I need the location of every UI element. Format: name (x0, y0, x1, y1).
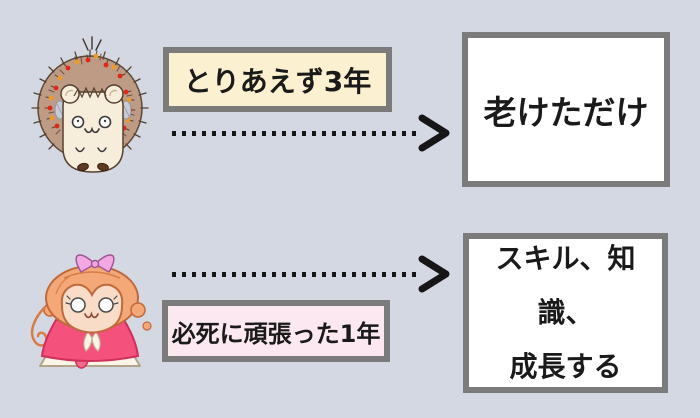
hedgehog-quill-dots (44, 50, 136, 131)
top-result-text: 老けただけ (483, 92, 649, 132)
hedgehog-mouth (84, 126, 100, 134)
monkey-eyes (65, 295, 119, 313)
top-label-box: とりあえず3年 (163, 47, 392, 112)
hedgehog-feet (77, 162, 109, 172)
hedgehog-eyes (71, 115, 112, 129)
hedgehog-spikes (31, 49, 149, 150)
hedgehog-illustration (31, 36, 149, 173)
monkey-face (60, 283, 124, 334)
top-dotted-arrow-line (172, 131, 416, 136)
monkey-right-hand (142, 321, 152, 331)
hedgehog-antennae (82, 36, 102, 51)
monkey-mouth (84, 311, 99, 319)
top-label-text: とりあえず3年 (183, 64, 372, 98)
monkey-right-ear (130, 302, 146, 318)
bottom-label-text: 必死に頑張った1年 (171, 319, 381, 348)
monkey-collar-ribbon (83, 330, 101, 352)
hedgehog-paws (75, 147, 107, 153)
hedgehog-fringe (73, 86, 107, 99)
bottom-result-box: スキル、知識、 成長する (463, 233, 668, 393)
monkey-bow (75, 254, 115, 273)
bottom-result-line1: スキル、知識、 (495, 242, 636, 329)
bottom-arrow-head-icon (418, 255, 450, 293)
bottom-dotted-arrow-line (172, 272, 416, 277)
bottom-label-box: 必死に頑張った1年 (162, 300, 390, 362)
top-result-box: 老けただけ (462, 32, 670, 187)
hedgehog-ears (60, 84, 124, 104)
bottom-result-line2: 成長する (509, 350, 622, 383)
monkey-girl-illustration (30, 254, 152, 369)
monkey-hair-strands (55, 271, 121, 295)
top-arrow-head-icon (418, 114, 450, 152)
